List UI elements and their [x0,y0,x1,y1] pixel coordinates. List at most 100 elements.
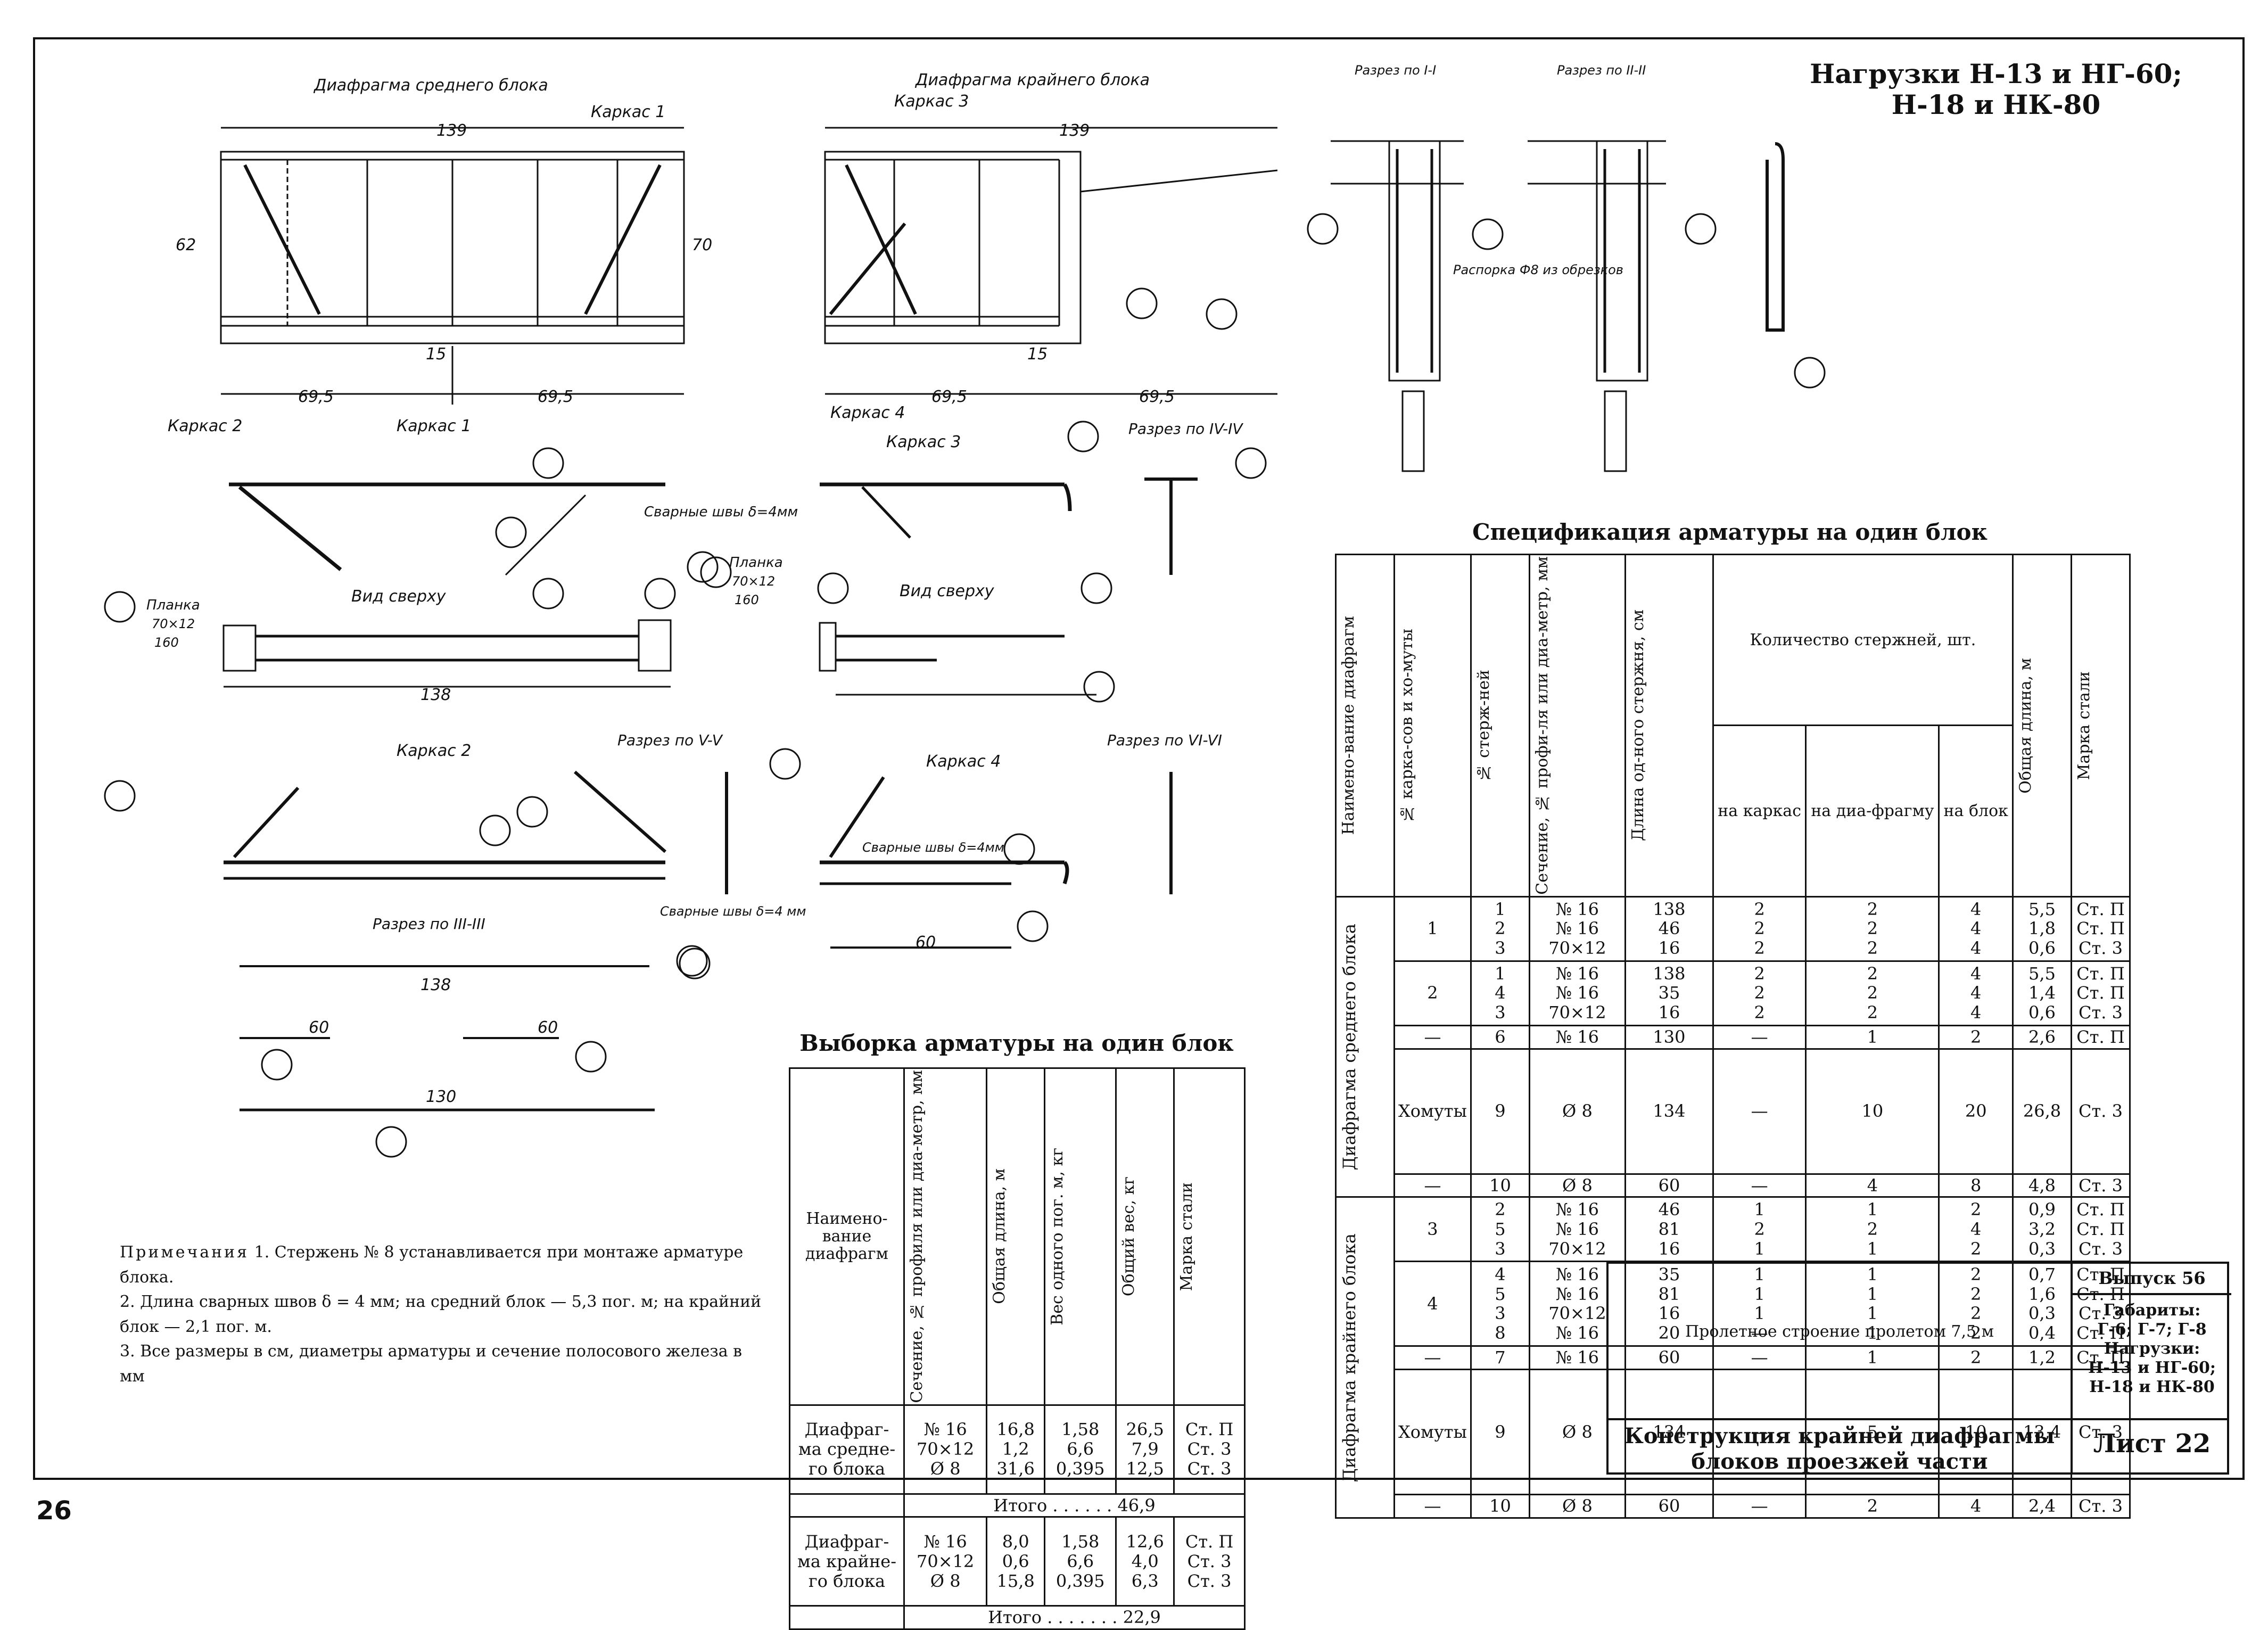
title-block: Пролетное строение пролетом 7,5 м Констр… [1606,1262,2231,1475]
tb-issue: Выпуск 56 [2098,1268,2206,1288]
selection-title: Выборка арматуры на один блок [799,1030,1234,1056]
spec-value: № 16 [1555,1323,1599,1344]
sel-value: Ø 8 [930,1459,961,1479]
label-karkas-2-top: Каркас 2 [168,417,242,435]
spec-h-grade: Марка стали [2075,671,2093,780]
page-number: 26 [36,1496,72,1526]
spec-value: 10 [1861,1101,1884,1122]
spec-value: № 16 [1555,1026,1599,1047]
sel-total-row: Итого . . . . . . . 22,9 [789,1605,1246,1630]
spec-value: 134 [1653,1421,1686,1442]
spec-cell-total: 2,6 [2012,1024,2072,1050]
spec-value: № 16 [1555,899,1599,919]
spec-cell-per-diaphragm: 10 [1805,1048,1940,1175]
spec-value: 4 [1867,1175,1878,1196]
spec-title: Спецификация арматуры на один блок [1472,519,1987,545]
label-plate-dim-2: 70×12 [732,574,775,589]
sel-value: 0,395 [1055,1459,1105,1479]
spec-value: 1,6 [2028,1283,2056,1304]
spec-value: 2 [1867,1002,1878,1023]
spec-value: 2 [1970,1323,1982,1344]
spec-value: — [1751,1026,1768,1047]
spec-value: 3,2 [2028,1219,2056,1239]
spec-h-section: Сечение, № профи-ля или диа-метр, мм [1532,556,1552,895]
spec-value: 5 [1495,1283,1506,1304]
spec-cell-lengths: 134 [1624,1048,1714,1175]
sel-value: № 16 [923,1532,967,1552]
spec-cell-per-diaphragm: 1 [1805,1345,1940,1371]
dim-139-edge: 139 [1059,121,1090,140]
spec-value: 1 [1754,1303,1765,1324]
spec-value: 13,4 [2023,1421,2061,1442]
notes-title: Примечания [120,1243,250,1262]
spec-value: 2 [1754,938,1765,959]
spec-value: Ст. 3 [2079,1175,2123,1196]
spec-value: 2,6 [2028,1026,2056,1047]
label-karkas-1-top: Каркас 1 [591,103,665,121]
sel-total-label: Итого . . . . . . . [988,1607,1118,1628]
spec-value: 10 [1489,1496,1511,1517]
sel-value: 6,6 [1067,1551,1094,1572]
dim-695-b: 69,5 [538,388,573,406]
spec-value: 4 [1970,1219,1982,1239]
spec-cell-per-block: 20 [1938,1048,2014,1175]
spec-value: 9 [1495,1421,1506,1442]
spec-value: № 16 [1555,1199,1599,1220]
drawings: Диафрагма среднего блока Диафрагма крайн… [104,63,1826,1158]
spec-value: 70×12 [1548,1002,1606,1023]
spec-value: 6 [1495,1026,1506,1047]
sel-h-unit-weight: Вес одного пог. м, кг [1048,1147,1067,1326]
sel-value: 0,6 [1002,1551,1029,1572]
sel-value: 1,2 [1002,1439,1029,1460]
spec-value: Ст. П [2076,1026,2125,1047]
spec-cell-total: 2,4 [2012,1494,2072,1519]
spec-cell-grade: Ст. 3 [2071,1048,2131,1175]
sel-group-name: Диафраг-ма крайне-го блока [789,1516,905,1607]
spec-value: 2 [1970,1199,1982,1220]
label-plate-dim-1: 70×12 [152,616,195,631]
sel-value: 12,6 [1126,1532,1164,1552]
spec-value: 2 [1970,1264,1982,1285]
spec-value: 4 [1970,1002,1982,1023]
sel-value: 0,395 [1055,1570,1105,1591]
spec-cell-per-diaphragm: 1 [1805,1024,1940,1050]
spec-value: 1,4 [2028,983,2056,1003]
note-1: 1. Стержень № 8 устанавливается при монт… [120,1243,744,1287]
tb-dims-title: Габариты: [2103,1301,2201,1320]
spec-value: 2 [1754,918,1765,939]
dim-70: 70 [692,236,712,254]
tb-sheet: Лист 22 [2093,1429,2211,1459]
spec-cell-total: 26,8 [2012,1048,2072,1175]
spec-value: 2 [1867,963,1878,984]
spec-value: 0,6 [2028,938,2056,959]
spec-cell-per-frame: — [1712,1024,1807,1050]
spec-value: 2 [1754,1002,1765,1023]
spec-value: № 16 [1555,983,1599,1003]
sel-h-grade: Марка стали [1177,1182,1197,1291]
spec-cell-total: 4,8 [2012,1173,2072,1198]
spec-value: 2,4 [2028,1496,2056,1517]
spec-h-per-frame: на каркас [1712,725,1807,898]
notes: Примечания 1. Стержень № 8 устанавливает… [120,1240,764,1389]
spec-value: 20 [1965,1101,1987,1122]
label-karkas-1: Каркас 1 [397,417,471,435]
spec-value: 1 [1495,899,1506,919]
spec-value: 3 [1495,1002,1506,1023]
spec-h-length: Длина од-ного стержня, см [1628,610,1647,842]
spec-value: Ст. 3 [2079,1421,2123,1442]
spec-cell-total: 1,2 [2012,1345,2072,1371]
spec-value: 5 [1495,1219,1506,1239]
